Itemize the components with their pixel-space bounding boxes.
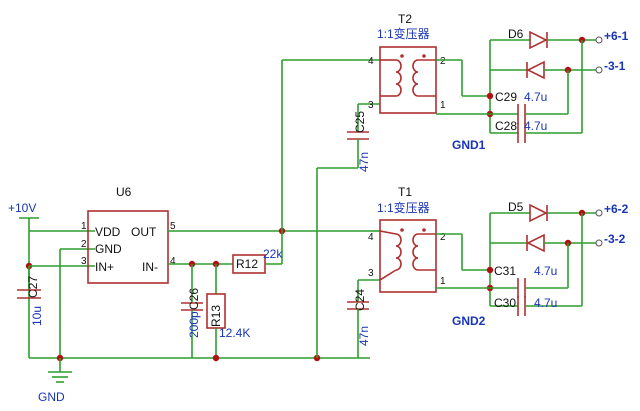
u6-pin-number-4: 4 [170, 256, 176, 267]
capacitor-c24: C24 47n [347, 289, 371, 346]
capacitor-c28: C28 4.7u [490, 40, 583, 143]
supply-10v: +10V [8, 201, 39, 231]
c24-value: 47n [357, 326, 371, 346]
u6-pin-in-plus: IN+ [95, 260, 114, 274]
output-label: +6-1 [604, 29, 629, 43]
output-label: -3-1 [604, 59, 626, 73]
supply-label: +10V [8, 201, 36, 215]
t2-pin-3: 3 [368, 100, 374, 111]
t2-pin-4: 4 [368, 56, 374, 67]
ground-symbol: GND [38, 358, 72, 404]
t1-ref: T1 [398, 185, 412, 199]
c28-ref: C28 [495, 119, 517, 133]
transformer-t1: T1 1:1变压器 4 2 3 1 [368, 185, 446, 293]
output-plus6-1: +6-1 [595, 29, 629, 44]
t1-pin-1: 1 [440, 276, 446, 287]
u6-pin-number-2: 2 [81, 239, 87, 250]
t1-pin-3: 3 [368, 268, 374, 279]
u6-ref: U6 [116, 185, 132, 199]
r13-ref: R13 [209, 305, 223, 327]
capacitor-c25: C25 47n [347, 111, 371, 172]
c30-value: 4.7u [534, 296, 557, 310]
resistor-r12: R12 22k [232, 231, 283, 274]
t1-pin-4: 4 [368, 232, 374, 243]
diode-d6: D6 [490, 27, 596, 80]
t2-type: 1:1变压器 [377, 26, 430, 41]
c29-ref: C29 [495, 90, 517, 104]
output-plus6-2: +6-2 [595, 202, 629, 217]
t1-pin-2: 2 [440, 232, 446, 243]
capacitor-c27: C27 10u [17, 266, 44, 326]
c27-ref: C27 [26, 276, 40, 298]
ic-u6: U6 VDD GND IN+ OUT IN- 1 2 3 5 4 [81, 185, 176, 284]
u6-pin-number-3: 3 [81, 256, 87, 267]
resistor-r13: R13 12.4K [206, 264, 250, 358]
c31-ref: C31 [494, 264, 516, 278]
t1-type: 1:1变压器 [377, 200, 430, 215]
r13-value: 12.4K [219, 326, 250, 340]
output-minus3-1: -3-1 [595, 59, 626, 74]
c28-value: 4.7u [524, 119, 547, 133]
t2-ref: T2 [398, 12, 412, 26]
c26-ref: C26 [187, 288, 201, 310]
transformer-t2: T2 1:1变压器 4 2 3 1 [368, 12, 446, 114]
t2-pin-2: 2 [440, 56, 446, 67]
c25-value: 47n [357, 152, 371, 172]
u6-pin-vdd: VDD [95, 225, 121, 239]
u6-pin-number-5: 5 [170, 221, 176, 232]
c24-ref: C24 [353, 289, 367, 311]
c30-ref: C30 [494, 296, 516, 310]
c27-value: 10u [30, 306, 44, 326]
u6-pin-gnd: GND [95, 242, 122, 256]
c29-value: 4.7u [524, 90, 547, 104]
output-label: +6-2 [604, 202, 629, 216]
capacitor-c31: C31 4.7u [490, 243, 569, 298]
d6-ref: D6 [508, 27, 524, 41]
junction [486, 92, 494, 100]
c26-value: 200p [187, 311, 201, 338]
capacitor-c30: C30 4.7u [490, 213, 583, 316]
capacitor-c29: C29 4.7u [490, 70, 569, 124]
r12-ref: R12 [236, 257, 258, 271]
u6-pin-out: OUT [131, 225, 157, 239]
junction [212, 354, 220, 362]
diode-d5: D5 [490, 200, 596, 253]
gnd2-label: GND2 [452, 314, 486, 328]
t2-pin-1: 1 [440, 100, 446, 111]
u6-pin-in-minus: IN- [142, 260, 158, 274]
r12-value: 22k [263, 247, 283, 261]
gnd1-label: GND1 [452, 138, 486, 152]
c25-ref: C25 [353, 111, 367, 133]
junction [486, 266, 494, 274]
c31-value: 4.7u [534, 264, 557, 278]
capacitor-c26: C26 200p [181, 264, 203, 358]
output-label: -3-2 [604, 232, 626, 246]
ground-label: GND [38, 390, 65, 404]
u6-pin-number-1: 1 [81, 221, 87, 232]
d5-ref: D5 [508, 200, 524, 214]
output-minus3-2: -3-2 [595, 232, 626, 247]
